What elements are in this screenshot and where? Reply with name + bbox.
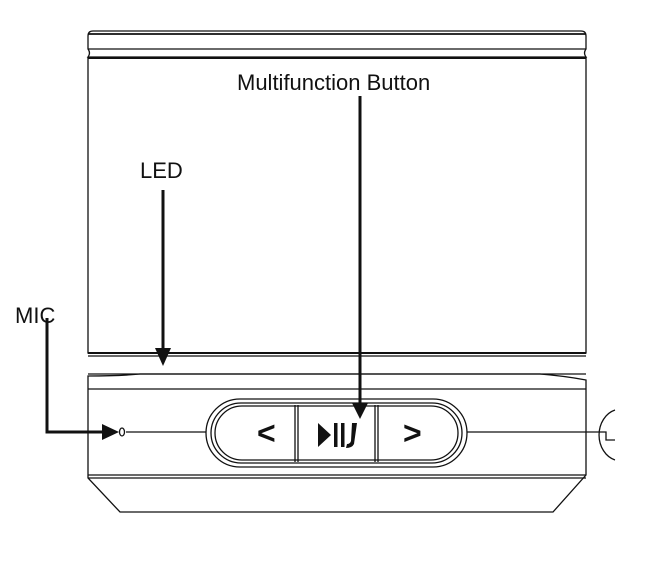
speaker-base — [87, 373, 587, 513]
button-pill-outer — [205, 398, 468, 468]
led-label: LED — [140, 158, 183, 183]
next-button: > — [403, 415, 422, 451]
top-rim — [86, 30, 588, 58]
multifunction-button-label: Multifunction Button — [237, 70, 431, 95]
play-pause-phone-icon — [318, 423, 357, 448]
mic-label: MIC — [15, 303, 56, 328]
mic-hole — [118, 427, 126, 437]
previous-button: < — [257, 415, 276, 451]
side-connector — [598, 409, 616, 461]
mic-arrow — [45, 318, 104, 434]
